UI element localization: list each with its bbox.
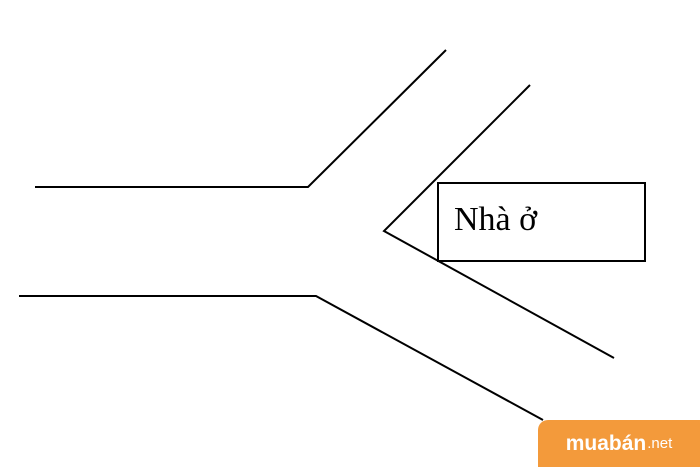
road-upper-edge — [35, 49, 447, 188]
watermark-logo: muabán.net — [538, 420, 700, 467]
watermark-main-text: muabán — [565, 431, 647, 455]
house-label: Nhà ở — [454, 201, 538, 238]
road-fork-inner-edge — [382, 84, 615, 359]
house-box — [437, 182, 646, 262]
road-lower-edge — [19, 295, 544, 421]
watermark-tld-text: .net — [647, 435, 673, 452]
